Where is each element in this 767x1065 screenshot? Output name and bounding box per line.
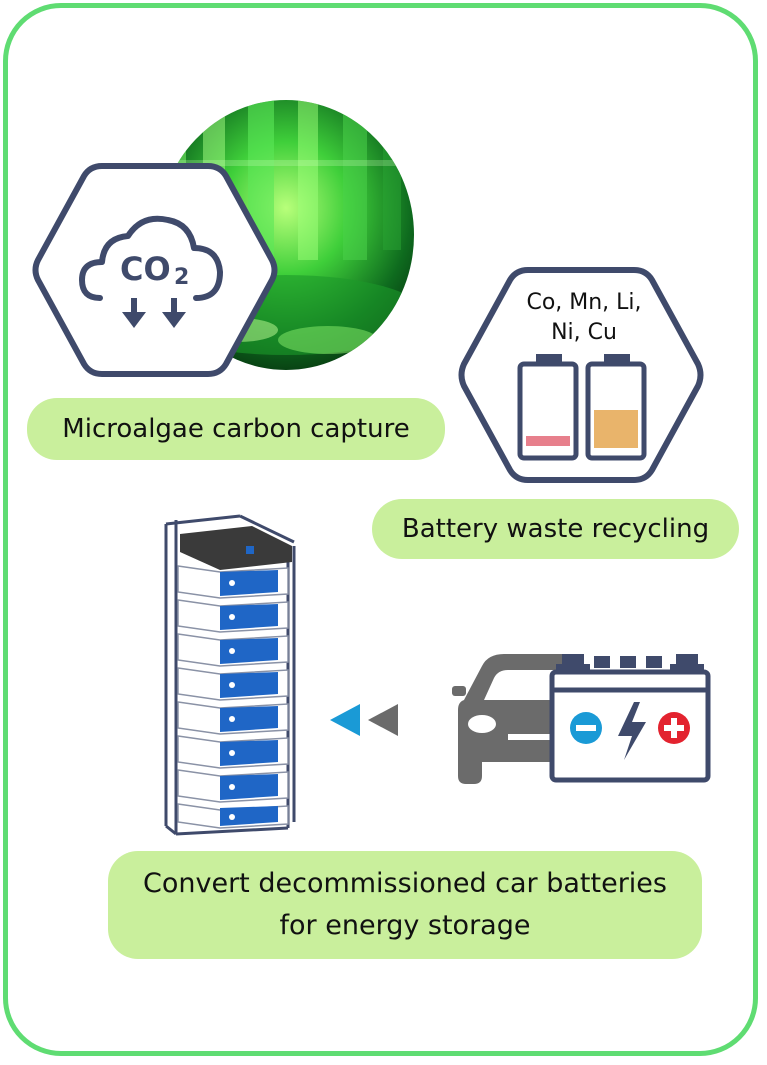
- battery-recycling-label: Battery waste recycling: [372, 499, 739, 559]
- convert-line1: Convert decommissioned car batteries: [143, 868, 667, 899]
- lightning-icon: [618, 702, 646, 760]
- convert-line2: for energy storage: [279, 910, 531, 941]
- direction-arrows-icon: [330, 704, 398, 736]
- car-icon: [452, 654, 572, 784]
- metals-line2: Ni, Cu: [551, 320, 617, 345]
- battery-hexagon: [458, 267, 704, 483]
- cloud-co2-icon: CO 2: [79, 215, 223, 328]
- metals-line1: Co, Mn, Li,: [526, 290, 642, 315]
- battery-level-icon: [517, 354, 647, 461]
- convert-batteries-label: Convert decommissioned car batteries for…: [108, 851, 702, 959]
- co2-text: CO: [120, 250, 171, 288]
- co2-hexagon: CO 2: [32, 163, 278, 377]
- metals-list: Co, Mn, Li, Ni, Cu: [500, 288, 668, 348]
- co2-subscript: 2: [174, 265, 189, 290]
- energy-storage-rack-icon: [164, 514, 296, 836]
- car-battery-icon: [549, 654, 711, 783]
- microalgae-label: Microalgae carbon capture: [27, 398, 445, 460]
